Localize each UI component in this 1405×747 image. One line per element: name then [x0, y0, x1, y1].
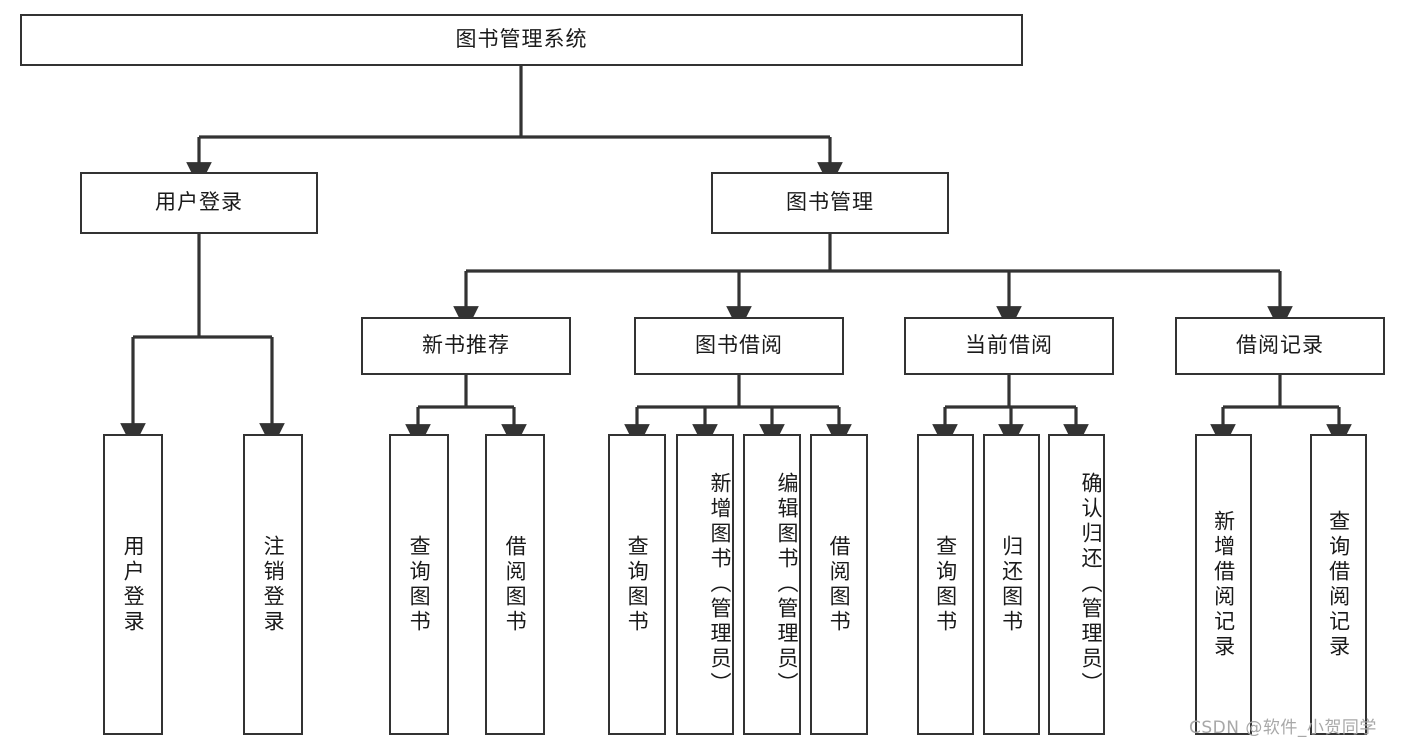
- node-user-login[interactable]: 用户登录: [80, 172, 318, 234]
- leaf-borrow-book-1[interactable]: 借阅图书: [485, 434, 545, 735]
- leaf-confirm-return-admin[interactable]: 确认归还（管理员）: [1048, 434, 1105, 735]
- leaf-return-book[interactable]: 归还图书: [983, 434, 1040, 735]
- node-root[interactable]: 图书管理系统: [20, 14, 1023, 66]
- leaf-query-borrow-record[interactable]: 查询借阅记录: [1310, 434, 1367, 735]
- node-book-management[interactable]: 图书管理: [711, 172, 949, 234]
- leaf-logout-login[interactable]: 注销登录: [243, 434, 303, 735]
- leaf-query-book-2[interactable]: 查询图书: [608, 434, 666, 735]
- node-current-borrow[interactable]: 当前借阅: [904, 317, 1114, 375]
- leaf-query-book-1[interactable]: 查询图书: [389, 434, 449, 735]
- leaf-user-login[interactable]: 用户登录: [103, 434, 163, 735]
- leaf-edit-book-admin[interactable]: 编辑图书（管理员）: [743, 434, 801, 735]
- node-book-borrow[interactable]: 图书借阅: [634, 317, 844, 375]
- leaf-add-borrow-record[interactable]: 新增借阅记录: [1195, 434, 1252, 735]
- leaf-add-book-admin[interactable]: 新增图书（管理员）: [676, 434, 734, 735]
- leaf-query-book-3[interactable]: 查询图书: [917, 434, 974, 735]
- watermark: CSDN @软件_小贺同学: [1189, 718, 1377, 738]
- leaf-borrow-book-2[interactable]: 借阅图书: [810, 434, 868, 735]
- node-borrow-record[interactable]: 借阅记录: [1175, 317, 1385, 375]
- node-new-book-recommend[interactable]: 新书推荐: [361, 317, 571, 375]
